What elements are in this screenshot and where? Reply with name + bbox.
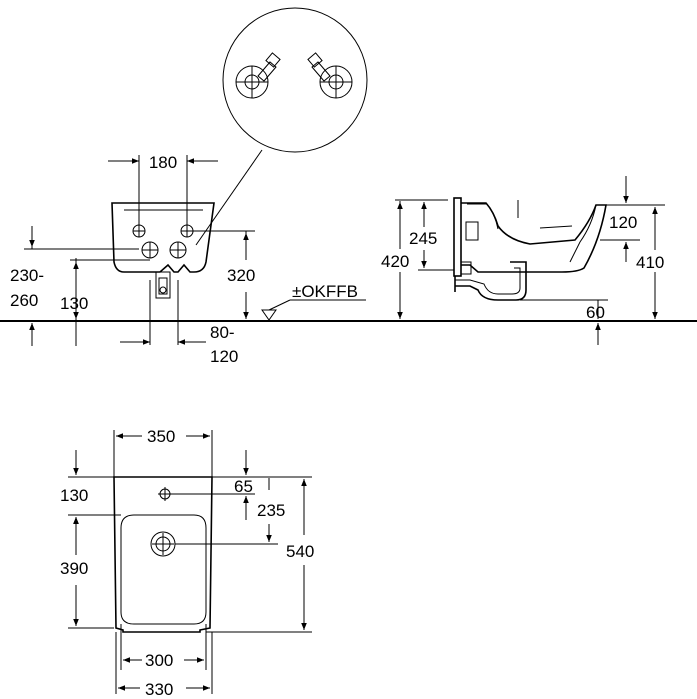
front-center-height-label: 320 <box>227 266 255 285</box>
front-spacing-label: 180 <box>149 153 177 172</box>
side-view: 420 245 120 410 60 <box>381 176 665 345</box>
side-total-height-label: 420 <box>381 252 409 271</box>
front-offset-label-b: 120 <box>210 347 238 366</box>
front-outer-height-label-a: 230- <box>10 266 44 285</box>
front-view: 180 230- 260 130 320 80- 120 <box>10 153 255 366</box>
top-tap-offset-label: 65 <box>234 477 253 496</box>
floor-label: ±OKFFB <box>292 282 358 301</box>
front-offset-label-a: 80- <box>210 323 235 342</box>
top-total-depth-label: 540 <box>286 542 314 561</box>
side-right-height-label: 410 <box>636 253 664 272</box>
side-mid-height-label: 245 <box>409 229 437 248</box>
top-width-label: 350 <box>147 427 175 446</box>
top-base-width-label: 330 <box>145 680 173 699</box>
floor-marker: ±OKFFB <box>261 282 366 321</box>
side-bottom-offset-label: 60 <box>586 303 605 322</box>
side-top-offset-label: 120 <box>609 213 637 232</box>
top-drain-offset-label: 235 <box>257 501 285 520</box>
top-view: 350 130 390 65 235 540 300 <box>60 427 314 699</box>
front-outer-height-label-b: 260 <box>10 291 38 310</box>
top-back-depth-label: 130 <box>60 486 88 505</box>
top-bowl-depth-label: 390 <box>60 559 88 578</box>
front-inner-height-label: 130 <box>60 294 88 313</box>
detail-circle <box>195 7 368 246</box>
top-bowl-width-label: 300 <box>145 651 173 670</box>
